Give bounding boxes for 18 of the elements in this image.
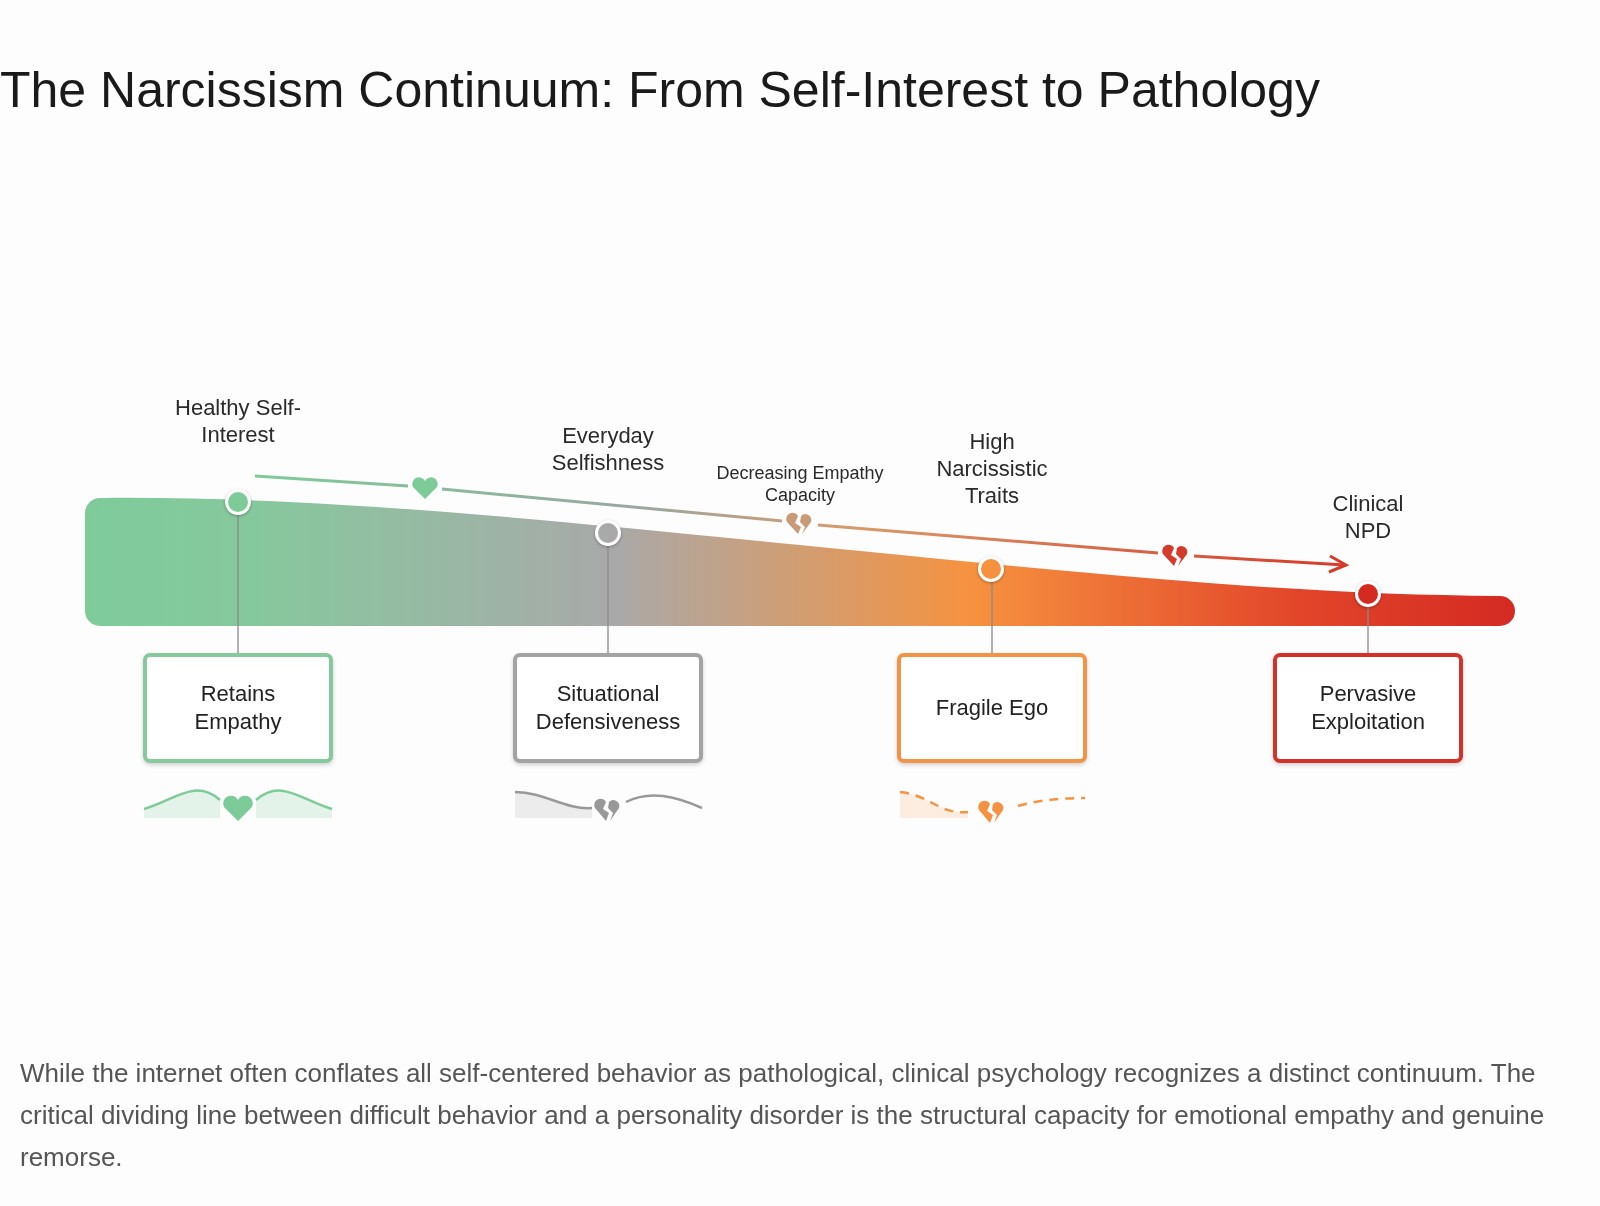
- stage-box: Situational Defensiveness: [513, 653, 703, 763]
- marker-dot: [595, 520, 621, 546]
- diagram-title: The Narcissism Continuum: From Self-Interest to Pathology: [0, 61, 1320, 120]
- stage-label: Clinical NPD: [1331, 490, 1405, 544]
- caption-text: While the internet often conflates all self-centered behavior as pathological, clinical psychology recognizes a distinct continuum. The critical dividing line between difficult behavior and a personality disorder is the structural capacity for emotional empathy and genuine remorse.: [20, 1057, 1546, 1174]
- stage-box: Fragile Ego: [897, 653, 1087, 763]
- connector-line: [991, 581, 993, 654]
- stage-box: Retains Empathy: [143, 653, 333, 763]
- marker-dot: [225, 489, 251, 515]
- stage-label: Decreasing Empathy Capacity: [715, 462, 885, 506]
- marker-dot: [1355, 581, 1381, 607]
- connector-line: [1367, 606, 1369, 654]
- stage-label: Everyday Selfishness: [550, 422, 666, 476]
- stage-box: Pervasive Exploitation: [1273, 653, 1463, 763]
- marker-dot: [978, 556, 1004, 582]
- stage-label: Healthy Self-Interest: [174, 394, 302, 448]
- stage-label: High Narcissistic Traits: [935, 428, 1049, 509]
- connector-line: [237, 514, 239, 654]
